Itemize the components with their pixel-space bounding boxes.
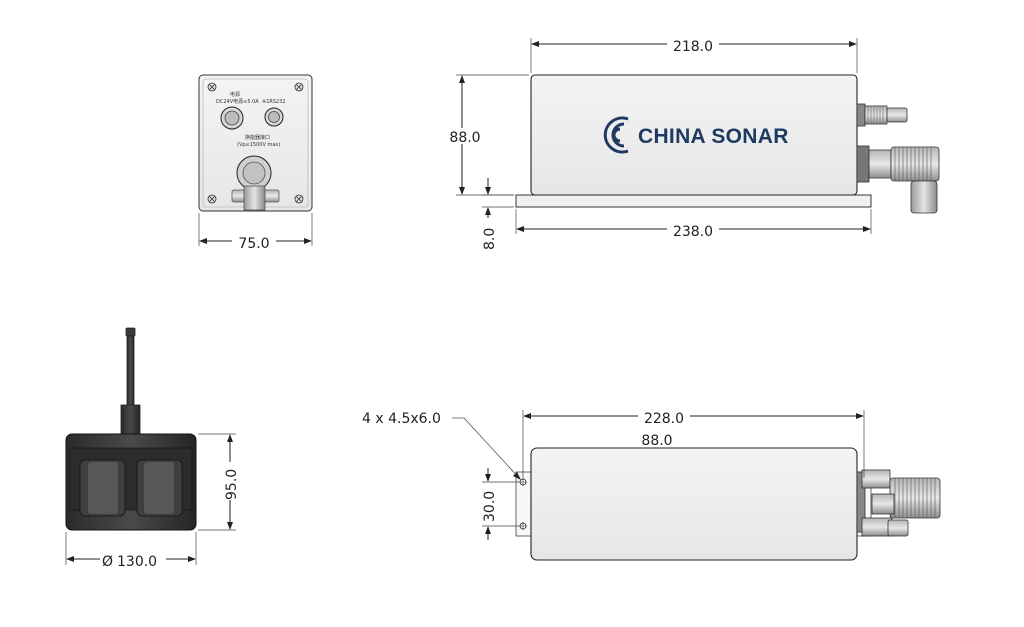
base-thickness-dimension: 8.0 xyxy=(482,178,514,250)
side-height-label: 88.0 xyxy=(449,130,480,146)
transducer-cable xyxy=(126,335,135,407)
transducer-connector xyxy=(231,155,280,211)
label-rs232: ※1RS232 xyxy=(262,99,286,105)
logo-arc-icon xyxy=(603,116,629,154)
hole-pitch-label: 30.0 xyxy=(482,491,498,522)
front-width-label: 75.0 xyxy=(238,236,269,252)
base-length-dimension: 238.0 xyxy=(515,209,872,240)
transducer-height-dimension: 95.0 xyxy=(198,433,240,531)
top-view: 4 x 4.5x6.0 228.0 88.0 30.0 xyxy=(362,409,941,561)
side-upper-connector xyxy=(856,103,908,127)
hole-spacing-label: 228.0 xyxy=(644,411,684,427)
enclosure-body xyxy=(530,74,858,196)
transducer-view: 95.0 Ø 130.0 xyxy=(65,327,240,570)
label-transducer: 换能器接口 xyxy=(245,134,270,141)
transducer-diameter-dimension: Ø 130.0 xyxy=(65,532,197,570)
front-width-dimension: 75.0 xyxy=(198,213,313,252)
label-power: 电源 xyxy=(230,91,240,98)
label-power-spec: DC24V电源≤5.0A xyxy=(216,98,259,105)
front-view: 电源 DC24V电源≤5.0A ※1RS232 换能器接口 (Vp≤1500V … xyxy=(198,74,313,252)
base-length-label: 238.0 xyxy=(673,224,713,240)
label-transducer-spec: (Vp≤1500V max) xyxy=(237,142,280,148)
rs232-connector xyxy=(264,107,284,127)
side-lower-connector xyxy=(856,145,940,214)
base-plate xyxy=(515,194,872,208)
hole-spacing-dimension: 228.0 xyxy=(522,409,865,478)
brand-logo: CHINA SONAR xyxy=(603,116,789,154)
side-height-dimension: 88.0 xyxy=(446,74,529,196)
side-length-label: 218.0 xyxy=(673,39,713,55)
side-length-dimension: 218.0 xyxy=(530,37,858,73)
transducer-height-label: 95.0 xyxy=(224,469,240,500)
brand-name: CHINA SONAR xyxy=(638,125,789,148)
top-enclosure-body xyxy=(530,447,858,561)
base-thickness-label: 8.0 xyxy=(482,228,498,250)
top-width-label: 88.0 xyxy=(641,433,672,449)
transducer-diameter-label: 130.0 xyxy=(117,554,157,570)
power-connector xyxy=(220,106,244,130)
top-connectors xyxy=(856,469,941,537)
side-view: CHINA SONAR 218.0 xyxy=(446,37,940,250)
transducer-diameter-symbol: Ø xyxy=(102,554,113,570)
hole-pitch-dimension: 30.0 xyxy=(480,468,519,540)
panel-screws xyxy=(207,82,304,204)
hole-spec-label: 4 x 4.5x6.0 xyxy=(362,411,441,427)
hole-spec-callout: 4 x 4.5x6.0 xyxy=(362,411,521,480)
